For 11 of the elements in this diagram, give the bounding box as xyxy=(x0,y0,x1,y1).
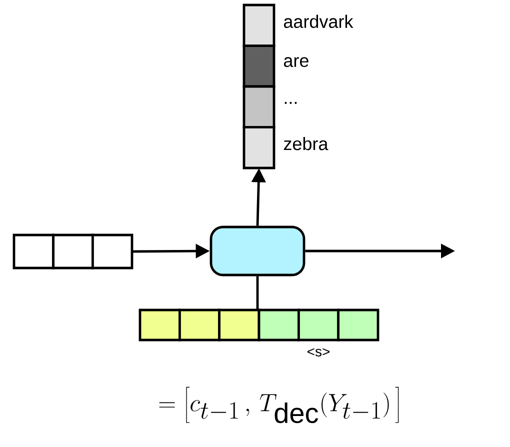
vocab-word: are xyxy=(284,57,308,68)
connector-line xyxy=(256,276,259,310)
vector-bar xyxy=(138,308,380,342)
vocab-word: ... xyxy=(284,102,297,104)
vocab-word: zebra xyxy=(284,136,328,150)
cell-box xyxy=(210,226,306,276)
formula: $=\left[c_{t-1}\,,\, T_{\mathrm{dec}}(Y_{t-1})\,\right]$ xyxy=(159,386,399,424)
vector-bar xyxy=(12,234,134,270)
vocab-word: aardvark xyxy=(284,14,354,28)
token-label: <s> xyxy=(308,348,330,356)
vector-bar xyxy=(242,4,276,170)
